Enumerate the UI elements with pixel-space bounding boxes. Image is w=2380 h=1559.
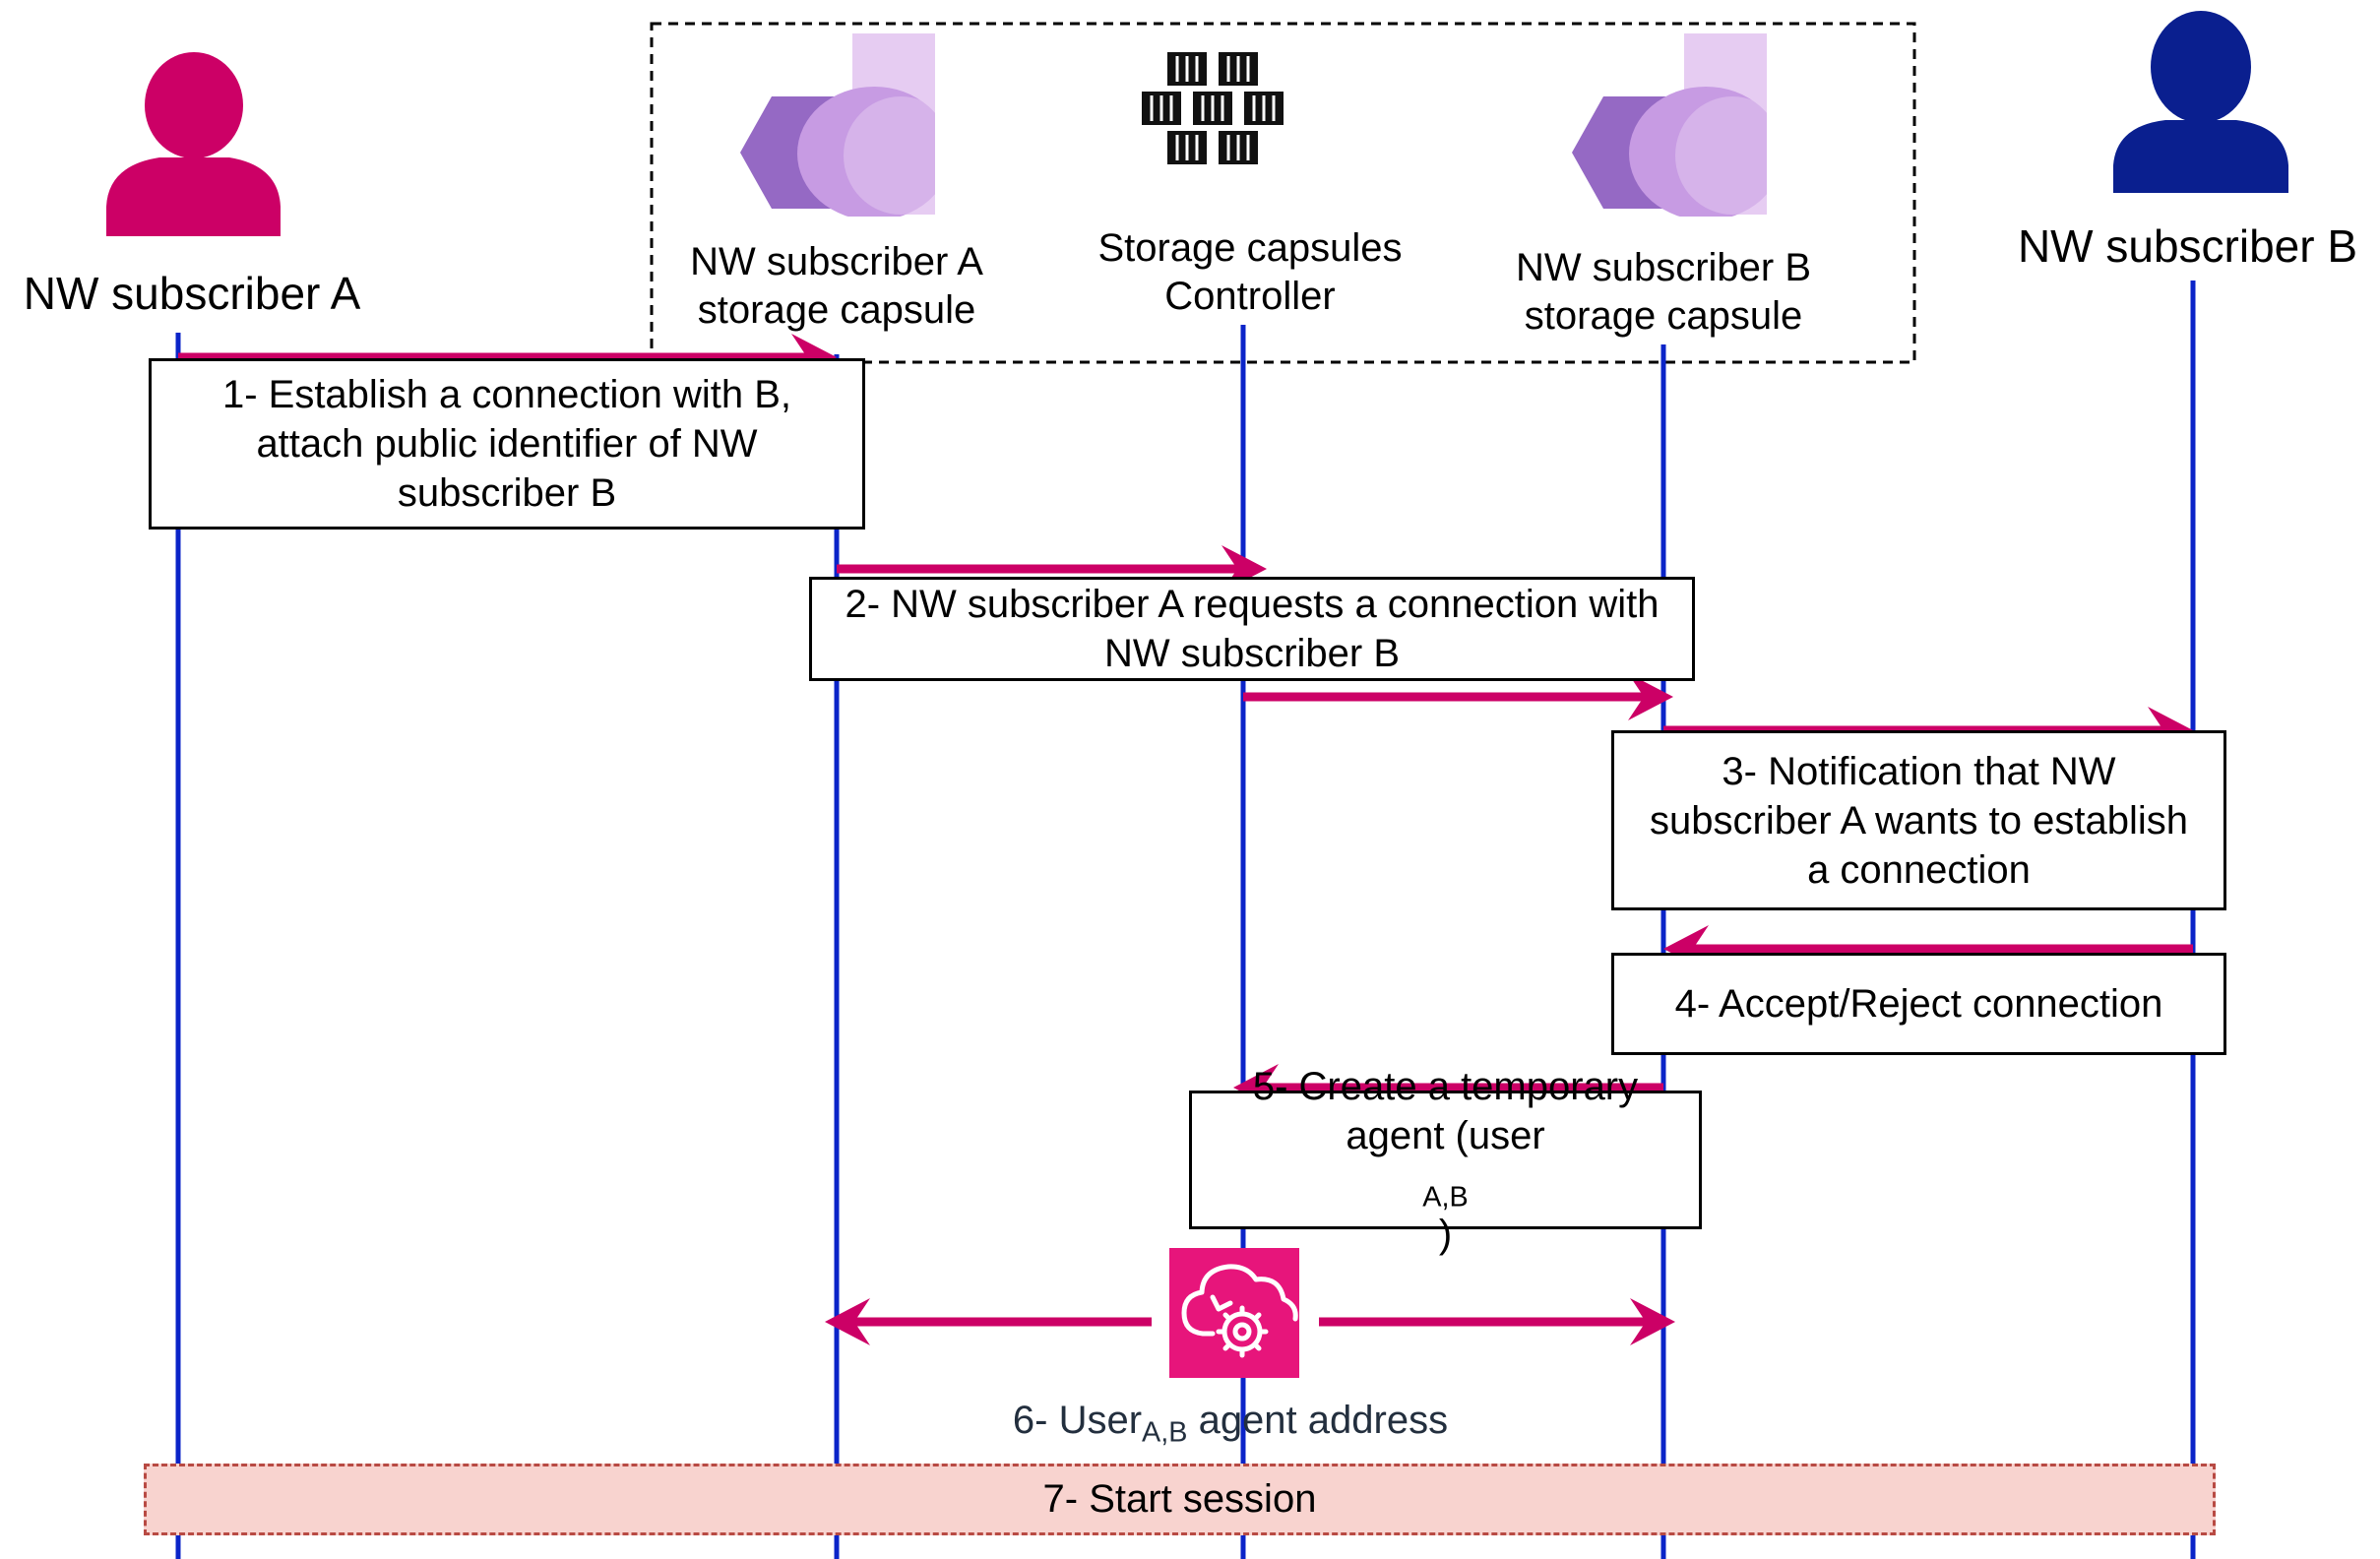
cloud-gear-agent-icon (1169, 1248, 1299, 1378)
participant-capsule-a-label: NW subscriber A storage capsule (650, 238, 1024, 335)
step-7-label: 7- Start session (1042, 1477, 1317, 1521)
step-5-subscript: A,B (1422, 1181, 1469, 1214)
storage-capsule-icon (740, 33, 935, 217)
step-7-session-bar: 7- Start session (144, 1464, 2216, 1535)
capsule-a-label-line2: storage capsule (697, 288, 976, 333)
step-4-box: 4- Accept/Reject connection (1611, 953, 2226, 1055)
step-3-line: 3- Notification that NW (1722, 749, 2116, 793)
step-1-box: 1- Establish a connection with B, attach… (149, 358, 865, 530)
arrowhead (1630, 1298, 1675, 1345)
step-5-agent-text: agent (user (1346, 1113, 1545, 1157)
participant-capsule-b-label: NW subscriber B storage capsule (1476, 244, 1850, 341)
step-2-box: 2- NW subscriber A requests a connection… (809, 577, 1695, 681)
containers-cluster-icon (1142, 52, 1284, 164)
container-cube-icon (1193, 92, 1232, 125)
capsule-b-label-line1: NW subscriber B (1515, 246, 1812, 289)
container-cube-icon (1167, 131, 1207, 164)
step-1-line: 1- Establish a connection with B, (221, 373, 792, 416)
controller-label-line1: Storage capsules (1097, 226, 1403, 270)
step-2-line: NW subscriber B (1103, 632, 1401, 675)
msg-arrow-6-right (1319, 1298, 1675, 1345)
storage-capsule-icon (1572, 33, 1767, 217)
step-3-line: a connection (1807, 847, 2031, 892)
container-cube-icon (1219, 131, 1258, 164)
step-3-box: 3- Notification that NW subscriber A wan… (1611, 730, 2226, 910)
msg-arrow-2b (1243, 673, 1673, 720)
step-1-line: attach public identifier of NW (256, 422, 758, 466)
user-icon (106, 52, 281, 236)
subscriber-a-name: NW subscriber A (23, 268, 361, 319)
subscriber-b-name: NW subscriber B (2017, 220, 2358, 272)
participant-subscriber-b-label: NW subscriber B (1998, 218, 2377, 275)
container-cube-icon (1219, 52, 1258, 86)
step-6-agent-address-label: 6- UserA,B agent address (945, 1399, 1516, 1447)
container-cube-icon (1167, 52, 1207, 86)
participant-subscriber-a-label: NW subscriber A (5, 266, 379, 322)
step-6-subscript: A,B (1142, 1416, 1188, 1449)
user-icon (2113, 11, 2288, 193)
step-4-line: 4- Accept/Reject connection (1674, 982, 2163, 1026)
participant-controller-label: Storage capsules Controller (1053, 224, 1447, 321)
step-1-line: subscriber B (397, 471, 617, 515)
capsule-b-label-line2: storage capsule (1524, 294, 1803, 339)
container-cube-icon (1244, 92, 1284, 125)
arrowhead (825, 1298, 870, 1345)
step-5-line: 5- Create a temporary (1252, 1064, 1639, 1108)
step-6-user-text: 6- User (1012, 1399, 1143, 1442)
controller-label-line2: Controller (1164, 275, 1336, 319)
storage-capsule-group-boundary (650, 22, 1916, 364)
step-3-line: subscriber A wants to establish (1650, 798, 2188, 842)
container-cube-icon (1142, 92, 1181, 125)
step-6-address-text: agent address (1187, 1399, 1449, 1442)
capsule-a-label-line1: NW subscriber A (690, 240, 983, 283)
msg-arrow-6-left (825, 1298, 1152, 1345)
step-5-close-paren: ) (1438, 1212, 1453, 1256)
step-2-line: 2- NW subscriber A requests a connection… (845, 583, 1660, 626)
arrowhead (1628, 673, 1673, 720)
